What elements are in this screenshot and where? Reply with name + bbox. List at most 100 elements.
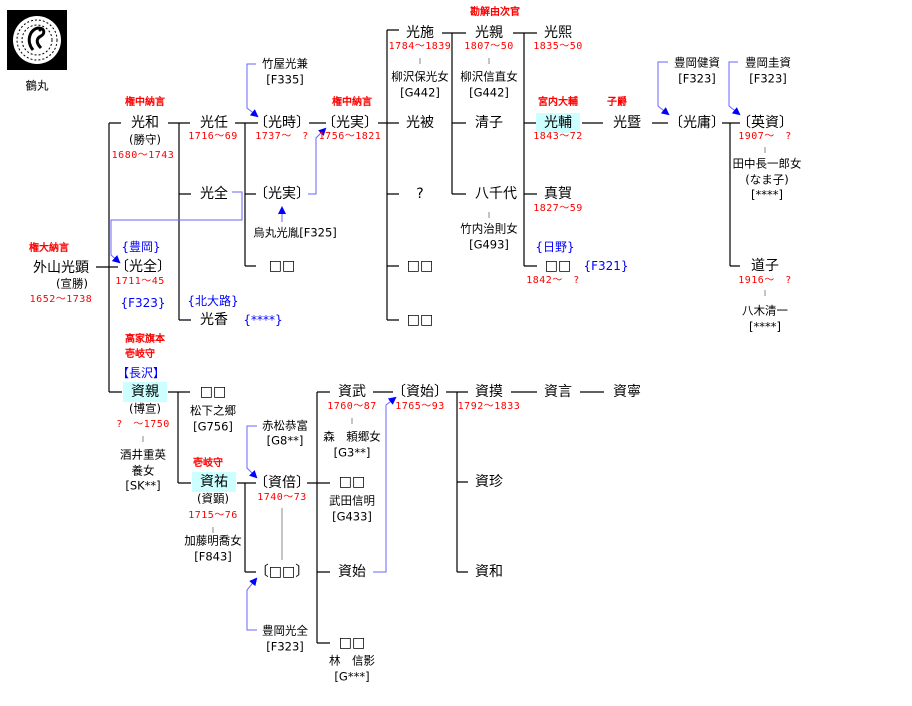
person-yachiyo: 八千代 (475, 186, 517, 202)
person-unknown-e: □□ (199, 384, 227, 400)
person-sukemasu: 〔資倍〕 (254, 475, 310, 491)
person-unknown-f: 〔□□〕 (254, 564, 310, 580)
person-sukenori: 資摸 (475, 384, 503, 400)
person-suketake: 資武 (338, 384, 366, 400)
label-suketake-spouse-code: [G3**] (333, 445, 371, 460)
label-hidesuke-spouse: 田中長一郎女 (732, 156, 802, 171)
label-sukesachi-dates: 1715〜76 (188, 510, 238, 521)
person-sukechika: 資親 (123, 382, 167, 402)
label-mitsuchika-spouse-code: [G442] (469, 85, 509, 100)
person-mitsuhiro: 光熙 (544, 25, 572, 41)
label-michiko-spouse-code: [****] (749, 319, 781, 334)
label-tozama-mitsuaki-title: 権大納言 (29, 243, 69, 254)
label-yachiyo-spouse: 竹内治則女 (460, 221, 518, 236)
label-sukemasu-dates: 1740〜73 (257, 492, 307, 503)
label-sukechika-title1: 高家旗本 (125, 334, 165, 345)
label-mitsuchika-dates: 1807〜50 (464, 41, 514, 52)
label-sukesachi-alt: (資顕) (197, 491, 229, 506)
label-toyooka-mitsumasa: 豊岡光全 (262, 623, 308, 638)
label-unknown-d-dates: 1842〜 ? (526, 275, 580, 286)
label-unknown-d-code: {F321} (583, 259, 629, 273)
label-unknown-g-spouse: 武田信明 (329, 493, 375, 508)
label-shishaku: 子爵 (607, 97, 627, 108)
label-yachiyo-spouse-code: [G493] (469, 237, 509, 252)
person-sukesachi: 資祐 (192, 472, 236, 492)
label-unknown-h-code: [G***] (334, 669, 370, 684)
label-mitsukazu-dates: 1680〜1743 (111, 150, 175, 161)
person-sukekoto: 資言 (544, 384, 572, 400)
person-mitsushi: 光施 (406, 25, 434, 41)
person-question: ? (416, 186, 424, 202)
person-unknown-g: □□ (338, 474, 366, 490)
label-mitsushi-spouse-code: [G442] (400, 85, 440, 100)
label-sukenori-dates: 1792〜1833 (457, 401, 521, 412)
label-takeya-code: [F335] (266, 72, 304, 87)
marriage-ticks (142, 58, 766, 560)
label-toyooka-kensuke: 豊岡健資 (674, 55, 720, 70)
label-mitsutoki-dates: 1737〜 ? (255, 131, 309, 142)
label-mitsumasa-house: {豊岡} (121, 240, 161, 254)
lineage-lines (96, 29, 740, 644)
label-sukechika-alt: (博宣) (129, 401, 161, 416)
label-sukechika-title2: 壱岐守 (125, 349, 155, 360)
label-mitsukazu-title: 権中納言 (125, 97, 165, 108)
person-unknown-d: □□ (544, 258, 572, 274)
person-shinga: 真賀 (544, 186, 572, 202)
label-hino-house: {日野} (535, 240, 575, 254)
label-mitsuka-code: {****} (243, 313, 283, 327)
label-michiko-spouse: 八木清一 (742, 303, 788, 318)
label-unknown-g-code: [G433] (332, 509, 372, 524)
person-mitsuyasu: 〔光庸〕 (669, 115, 725, 131)
label-sukesachi-spouse-code: [F843] (194, 549, 232, 564)
label-tozama-mitsuaki-dates: 1652〜1738 (29, 294, 93, 305)
person-mitsumasa2: 光全 (200, 186, 228, 202)
label-mitsumasa-code: {F323} (120, 296, 166, 310)
label-mitsuchika-title: 勘解由次官 (470, 7, 520, 18)
label-hidesuke-dates: 1907〜 ? (738, 131, 792, 142)
person-mitsuzane-a: 〔光実〕 (254, 186, 310, 202)
person-mitsutou: 光任 (200, 115, 228, 131)
person-unknown-c: □□ (406, 312, 434, 328)
person-unknown-h: □□ (338, 635, 366, 651)
label-mitsuhiro-dates: 1835〜50 (533, 41, 583, 52)
label-unknown-e-spouse: 松下之郷 (190, 403, 236, 418)
label-karasumaru: 烏丸光胤[F325] (253, 225, 337, 240)
label-mitsushi-spouse: 柳沢保光女 (391, 69, 449, 84)
label-mitsusuke-dates: 1843〜72 (533, 131, 583, 142)
label-sukesachi-spouse: 加藤明喬女 (184, 533, 242, 548)
label-sukemoto-dates: 1765〜93 (395, 401, 445, 412)
person-hidesuke: 〔英資〕 (737, 115, 793, 131)
person-unknown-a: □□ (268, 258, 296, 274)
person-mitsuhi: 光被 (406, 115, 434, 131)
person-mitsuchika: 光親 (475, 25, 503, 41)
person-sukekazu: 資和 (475, 564, 503, 580)
label-mitsuzane-dates: 1756〜1821 (318, 131, 382, 142)
label-sukechika-dates: ? 〜1750 (116, 419, 170, 430)
crest-label: 鶴丸 (25, 78, 49, 93)
crane-icon (13, 16, 61, 64)
label-akamatsu-code: [G8**] (266, 433, 304, 448)
person-michiko: 道子 (751, 258, 779, 274)
label-hidesuke-spouse-alt: (なま子) (745, 172, 789, 187)
person-mitsuka: 光香 (200, 312, 228, 328)
label-takeya: 竹屋光兼 (262, 56, 308, 71)
label-suketake-dates: 1760〜87 (327, 401, 377, 412)
label-hidesuke-spouse-code: [****] (751, 187, 783, 202)
label-unknown-e-code: [G756] (193, 419, 233, 434)
label-mitsukazu-alt: (勝守) (129, 132, 161, 147)
person-sukemoto: 〔資始〕 (392, 384, 448, 400)
person-mitsutoki: 〔光時〕 (254, 115, 310, 131)
label-mitsutou-dates: 1716〜69 (188, 131, 238, 142)
label-mitsushi-dates: 1784〜1839 (388, 41, 452, 52)
label-sukechika-house: 【長沢】 (116, 366, 166, 380)
label-akamatsu: 赤松恭富 (262, 418, 308, 433)
label-suketake-spouse: 森 頼郷女 (323, 429, 381, 444)
person-mitsumasa: 〔光全〕 (115, 259, 171, 275)
person-kiyoko: 清子 (475, 115, 503, 131)
label-mitsumasa-dates: 1711〜45 (115, 276, 165, 287)
label-sukechika-spouse2: 養女 (131, 463, 155, 478)
person-sukeyasu: 資寧 (613, 384, 641, 400)
person-mitsukazu: 光和 (131, 115, 159, 131)
label-mitsuka-house: {北大路} (187, 294, 239, 308)
